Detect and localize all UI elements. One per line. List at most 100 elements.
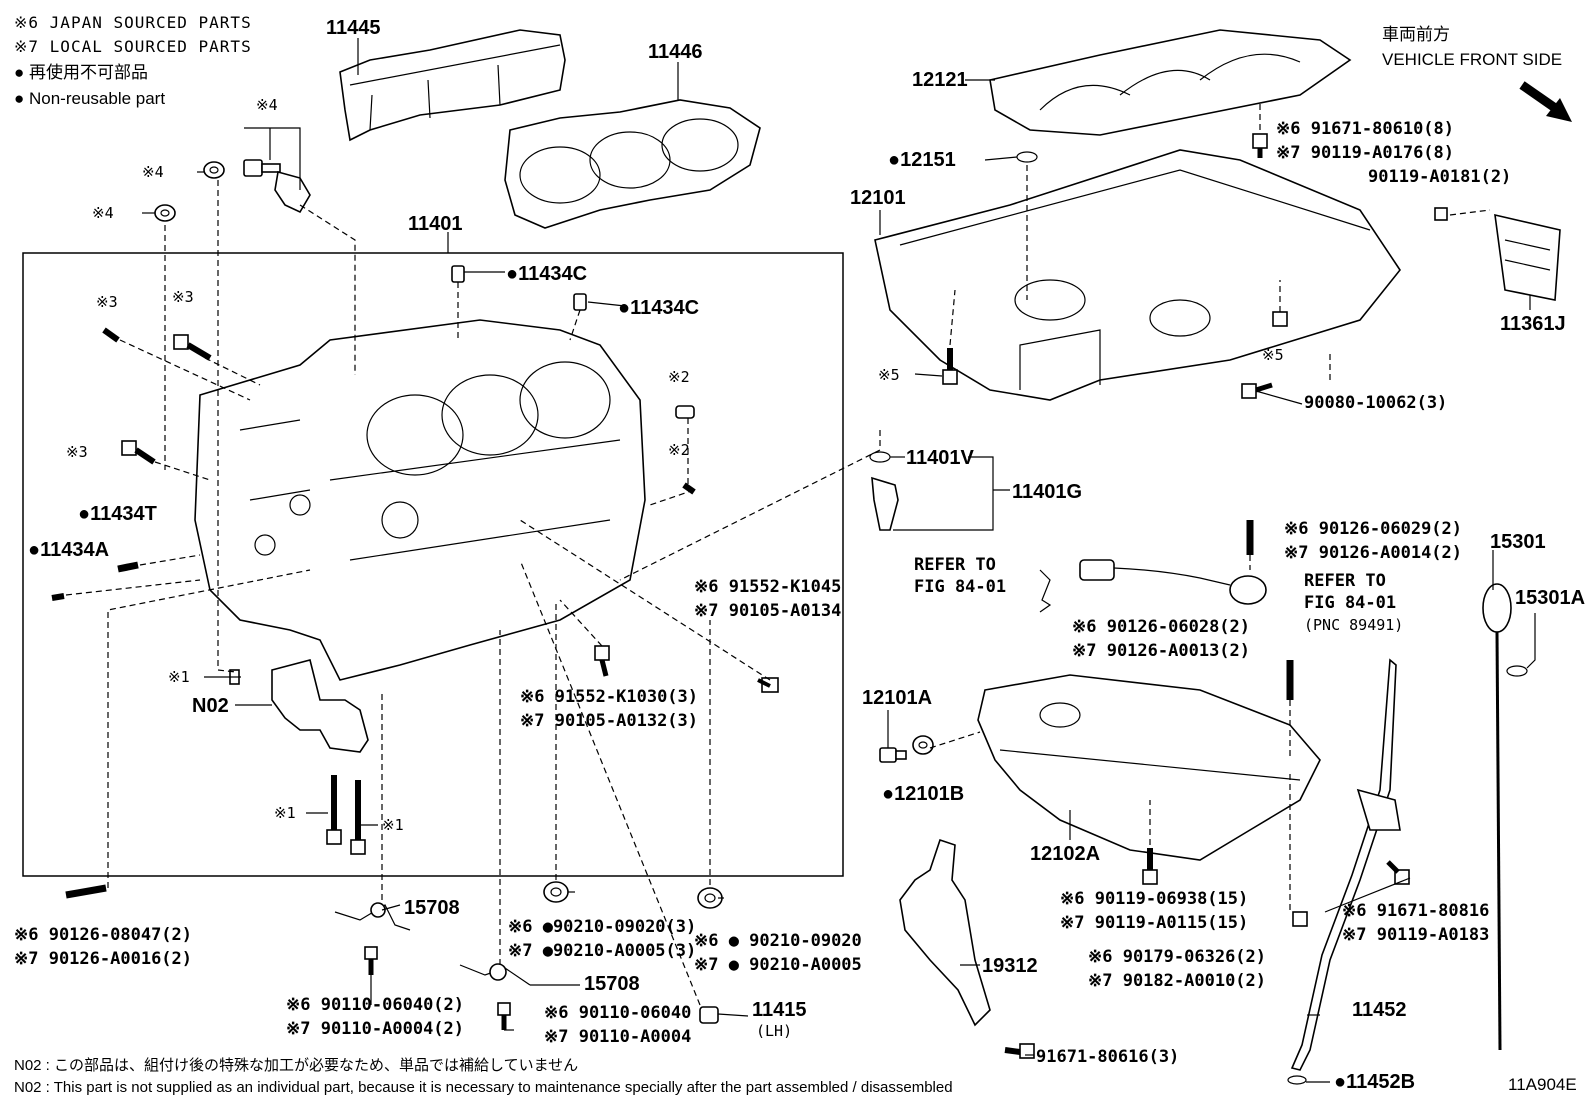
bolt-3-c-icon[interactable]: [121, 440, 156, 465]
label-90126-06029[interactable]: ※6 90126-06029(2): [1284, 519, 1462, 539]
label-90105-a0134[interactable]: ※7 90105-A0134: [694, 601, 841, 621]
label-90210-09020-3[interactable]: ※6 ●90210-09020(3): [508, 917, 696, 937]
plug-11434c-b-icon[interactable]: [573, 293, 587, 311]
label-90126-a0014[interactable]: ※7 90126-A0014(2): [1284, 543, 1462, 563]
oil-jet-15708-a[interactable]: [334, 902, 411, 931]
label-91552-k1030[interactable]: ※6 91552-K1030(3): [520, 687, 698, 707]
label-12102a[interactable]: 12102A: [1030, 843, 1100, 865]
label-12101a[interactable]: 12101A: [862, 687, 932, 709]
label-90182-a0010[interactable]: ※7 90182-A0010(2): [1088, 971, 1266, 991]
dipstick-15301[interactable]: [1482, 583, 1512, 1051]
stiffener-plate-12121[interactable]: [989, 29, 1352, 136]
label-12151[interactable]: ●12151: [888, 149, 956, 171]
bolt-91552-k1045-icon[interactable]: [757, 677, 779, 693]
label-90119-a0181[interactable]: 90119-A0181(2): [1368, 167, 1511, 187]
label-90119-a0183[interactable]: ※7 90119-A0183: [1342, 925, 1489, 945]
oil-pan-lower-12102a[interactable]: [977, 674, 1321, 861]
bolt-90110-06040-icon[interactable]: [497, 1002, 511, 1030]
oring-11401v-icon[interactable]: [869, 451, 891, 463]
label-11452b[interactable]: ●11452B: [1334, 1071, 1415, 1093]
label-91552-k1045[interactable]: ※6 91552-K1045: [694, 577, 841, 597]
label-91671-80616[interactable]: 91671-80616(3): [1036, 1047, 1179, 1067]
bolt-90080-10062-icon[interactable]: [1241, 382, 1273, 399]
label-12101[interactable]: 12101: [850, 187, 906, 209]
pin-3-a-icon[interactable]: [102, 327, 120, 343]
bolt-91671-80610-icon[interactable]: [1252, 133, 1268, 158]
label-15708-b[interactable]: 15708: [584, 973, 640, 995]
label-11401v[interactable]: 11401V: [906, 447, 975, 469]
gasket-90210-09020-a-icon[interactable]: [543, 881, 569, 903]
label-19312[interactable]: 19312: [982, 955, 1038, 977]
washer-4-b-icon[interactable]: [154, 204, 176, 222]
label-11445[interactable]: 11445: [326, 17, 381, 39]
label-90080-10062[interactable]: 90080-10062(3): [1304, 393, 1447, 413]
drain-plug-12101a-icon[interactable]: [879, 747, 907, 763]
nut-90179-06326-icon[interactable]: [1292, 911, 1308, 927]
oil-jet-15708-b[interactable]: [459, 963, 531, 986]
label-90110-a0004[interactable]: ※7 90110-A0004: [544, 1027, 691, 1047]
label-91671-80610[interactable]: ※6 91671-80610(8): [1276, 119, 1454, 139]
label-11434t[interactable]: ●11434T: [78, 503, 157, 525]
label-90126-06028[interactable]: ※6 90126-06028(2): [1072, 617, 1250, 637]
plug-11434c-a-icon[interactable]: [451, 265, 465, 283]
bolt-90110-06040-2-icon[interactable]: [364, 946, 378, 975]
washer-4-a-icon[interactable]: [203, 161, 225, 179]
label-11415[interactable]: 11415: [752, 999, 807, 1021]
label-refer-b-2[interactable]: FIG 84-01: [1304, 593, 1396, 613]
label-90126-a0013[interactable]: ※7 90126-A0013(2): [1072, 641, 1250, 661]
bolt-5-a-icon[interactable]: [942, 348, 958, 385]
dowel-2-a-icon[interactable]: [675, 405, 695, 419]
bolt-1-b-icon[interactable]: [350, 780, 366, 855]
bolt-91552-k1030-icon[interactable]: [594, 645, 610, 677]
gasket-12101b-icon[interactable]: [912, 735, 934, 755]
label-11452[interactable]: 11452: [1352, 999, 1407, 1021]
label-90119-a0176[interactable]: ※7 90119-A0176(8): [1276, 143, 1454, 163]
label-90105-a0132[interactable]: ※7 90105-A0132(3): [520, 711, 698, 731]
bolt-91671-80616-icon[interactable]: [1004, 1043, 1035, 1059]
label-n02[interactable]: N02: [192, 695, 229, 717]
plug-11415-icon[interactable]: [699, 1006, 719, 1024]
insulator-11446[interactable]: [504, 99, 761, 229]
label-15708-a[interactable]: 15708: [404, 897, 460, 919]
bolt-90119-a0181-icon[interactable]: [1434, 207, 1448, 221]
label-11434c-b[interactable]: ●11434C: [618, 297, 699, 319]
oring-12151-icon[interactable]: [1016, 151, 1038, 163]
pin-11434t-icon[interactable]: [117, 561, 139, 573]
label-91671-80816[interactable]: ※6 91671-80816: [1342, 901, 1489, 921]
label-11434c-a[interactable]: ●11434C: [506, 263, 587, 285]
label-12121[interactable]: 12121: [912, 69, 968, 91]
oil-level-sensor[interactable]: [1039, 559, 1267, 613]
label-11401[interactable]: 11401: [408, 213, 463, 235]
baffle-11361j[interactable]: [1494, 213, 1561, 301]
label-90110-06040[interactable]: ※6 90110-06040: [544, 1003, 691, 1023]
bolt-3-b-icon[interactable]: [173, 334, 212, 361]
bracket-19312[interactable]: [899, 838, 991, 1027]
label-90179-06326[interactable]: ※6 90179-06326(2): [1088, 947, 1266, 967]
oring-15301a-icon[interactable]: [1506, 665, 1528, 677]
oring-11452b-icon[interactable]: [1287, 1075, 1307, 1085]
label-11446[interactable]: 11446: [648, 41, 703, 63]
label-90210-a0005-3[interactable]: ※7 ●90210-A0005(3): [508, 941, 696, 961]
stud-90126-08047-icon[interactable]: [65, 884, 107, 899]
label-90126-a0016[interactable]: ※7 90126-A0016(2): [14, 949, 192, 969]
label-90119-06938[interactable]: ※6 90119-06938(15): [1060, 889, 1248, 909]
label-refer-a-2[interactable]: FIG 84-01: [914, 577, 1006, 597]
label-90119-a0115[interactable]: ※7 90119-A0115(15): [1060, 913, 1248, 933]
label-11401g[interactable]: 11401G: [1012, 481, 1082, 503]
bolt-4-a-icon[interactable]: [243, 159, 281, 177]
bolt-90119-06938-icon[interactable]: [1142, 848, 1158, 885]
label-90110-06040-2[interactable]: ※6 90110-06040(2): [286, 995, 464, 1015]
label-12101b[interactable]: ●12101B: [882, 783, 964, 805]
pin-11434a-icon[interactable]: [51, 593, 65, 601]
dipstick-guide-11452[interactable]: [1290, 658, 1401, 1071]
label-90210-a0005[interactable]: ※7 ● 90210-A0005: [694, 955, 862, 975]
label-90126-08047[interactable]: ※6 90126-08047(2): [14, 925, 192, 945]
label-11434a[interactable]: ●11434A: [28, 539, 109, 561]
bolt-91671-80816-icon[interactable]: [1386, 860, 1410, 885]
cylinder-block-11401[interactable]: [194, 319, 646, 681]
oil-pan-upper-12101[interactable]: [874, 149, 1401, 401]
nut-5-b-icon[interactable]: [1272, 311, 1288, 327]
sensor-11401g[interactable]: [871, 476, 899, 531]
bolt-1-a-icon[interactable]: [326, 775, 342, 845]
sensor-4-icon[interactable]: [274, 170, 311, 214]
